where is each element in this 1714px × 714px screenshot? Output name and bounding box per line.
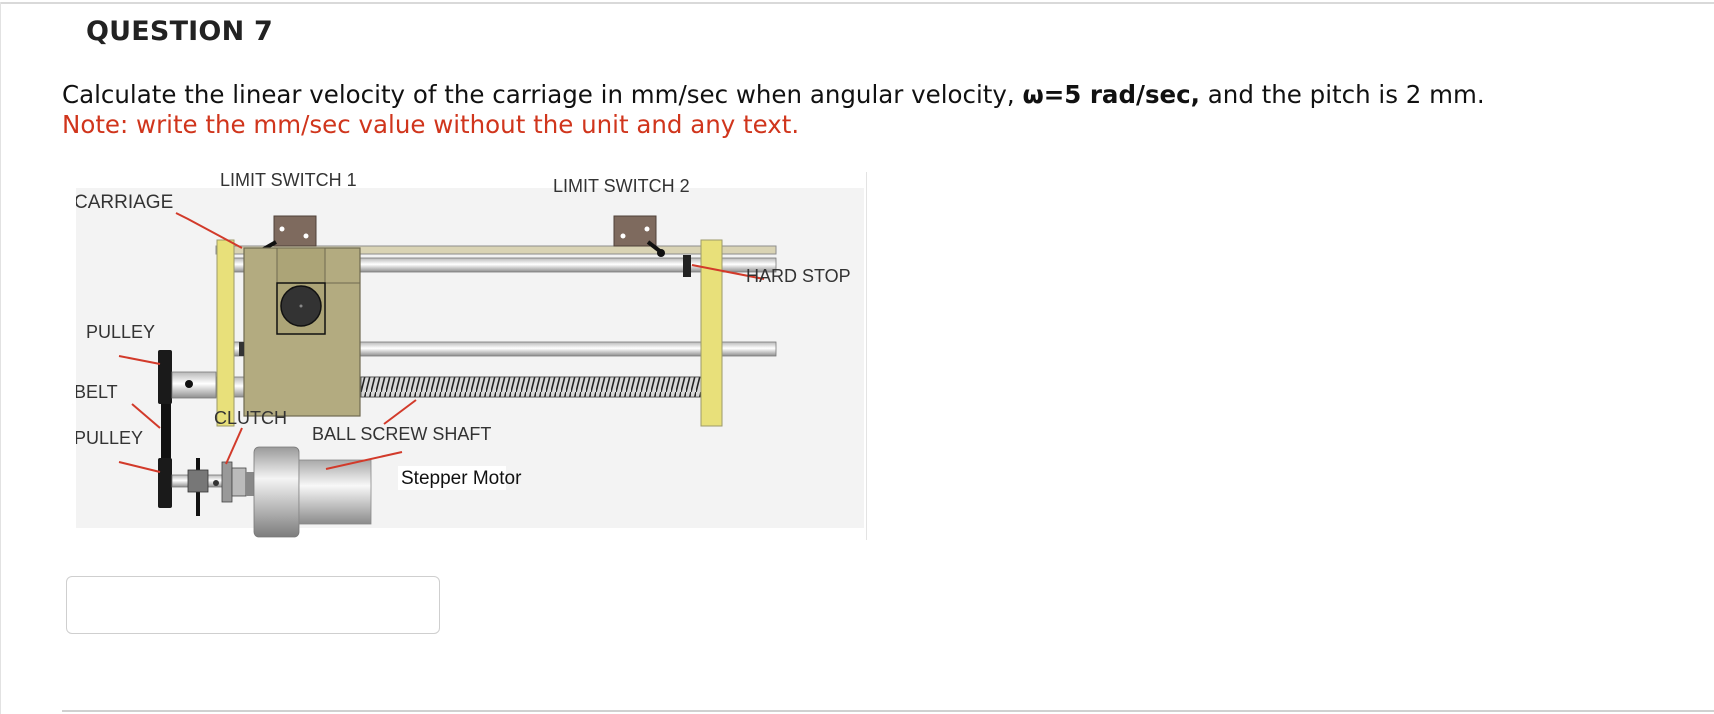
stepper-motor-label-bg: [398, 466, 506, 490]
label-clutch: CLUTCH: [214, 408, 287, 428]
question-text: Calculate the linear velocity of the car…: [62, 80, 1485, 109]
label-pulley-bottom: PULLEY: [76, 428, 143, 448]
question-title: QUESTION 7: [86, 16, 273, 47]
stepper-motor-body: [246, 446, 372, 538]
label-stepper-motor: Stepper Motor: [401, 468, 522, 489]
question-text-bold: ω=5 rad/sec,: [1022, 80, 1200, 109]
leader-hard-stop: [691, 264, 765, 280]
leader-carriage: [175, 212, 243, 249]
pulley-upper: [158, 350, 172, 404]
hard-stop-block: [683, 255, 691, 277]
leader-clutch: [225, 427, 243, 465]
leader-stepper-motor: [325, 451, 403, 470]
top-frame-rail: [215, 245, 777, 255]
pulley-lower: [158, 458, 172, 508]
bottom-divider: [62, 710, 1714, 712]
clutch-assembly: [171, 458, 253, 516]
limit-switch-2: [613, 215, 665, 257]
answer-input[interactable]: [66, 576, 440, 634]
question-text-after: and the pitch is 2 mm.: [1199, 80, 1485, 109]
label-carriage: CARRIAGE: [76, 192, 173, 213]
ball-screw-thread: [360, 376, 707, 398]
figure-right-border: [866, 172, 867, 540]
right-end-plate: [700, 239, 723, 427]
ball-screw-figure: CARRIAGE LIMIT SWITCH 1 LIMIT SWITCH 2 H…: [74, 170, 866, 540]
leader-pulley-bottom: [118, 461, 161, 473]
label-limit-switch-2: LIMIT SWITCH 2: [553, 176, 690, 196]
question-note: Note: write the mm/sec value without the…: [62, 110, 800, 139]
belt-drive: [158, 350, 217, 508]
top-divider: [0, 2, 1714, 4]
carriage-block: [239, 247, 361, 417]
left-border: [0, 2, 1, 714]
leader-belt: [131, 403, 161, 429]
left-end-plate: [216, 239, 235, 427]
label-pulley-top: PULLEY: [86, 322, 155, 342]
label-hard-stop: HARD STOP: [746, 266, 851, 286]
question-text-before: Calculate the linear velocity of the car…: [62, 80, 1023, 109]
belt: [161, 362, 171, 482]
ball-screw-diagram: CARRIAGE LIMIT SWITCH 1 LIMIT SWITCH 2 H…: [74, 170, 864, 538]
limit-switch-1: [261, 215, 317, 252]
label-ball-screw-shaft: BALL SCREW SHAFT: [312, 424, 491, 444]
leader-pulley-top: [118, 355, 161, 365]
label-limit-switch-1: LIMIT SWITCH 1: [220, 172, 357, 190]
label-belt: BELT: [76, 382, 118, 402]
leader-lines: [118, 212, 765, 473]
leader-ball-screw: [383, 399, 417, 425]
